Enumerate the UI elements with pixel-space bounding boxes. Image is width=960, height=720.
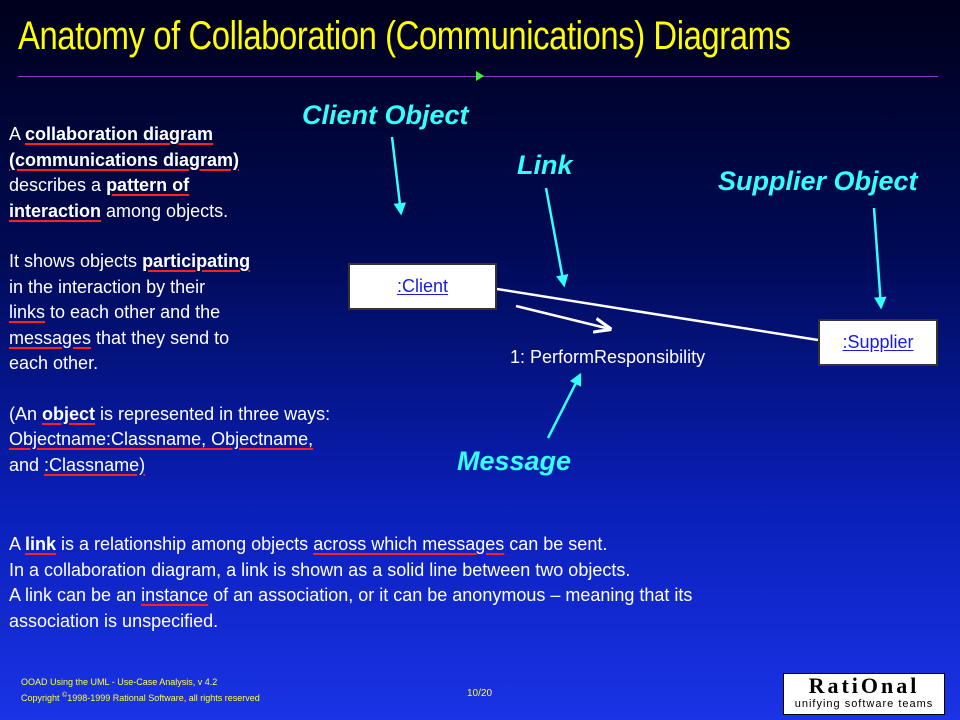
link-line-2: In a collaboration diagram, a link is sh…: [9, 559, 631, 580]
text-span: A link can be an: [9, 585, 142, 605]
link-line-3: A link can be an instance of an associat…: [9, 583, 949, 609]
footer-course: OOAD Using the UML - Use-Case Analysis, …: [21, 677, 218, 687]
text-span: A: [9, 534, 26, 554]
term-instance: instance: [141, 585, 209, 605]
term-links: links: [9, 302, 46, 322]
text-span: to each other and the: [45, 302, 221, 322]
message-arrow: [515, 304, 610, 329]
paragraph-participation: It shows objects participating in the in…: [9, 249, 439, 377]
text-span: in the interaction by their: [9, 276, 206, 297]
text-span: among objects.: [101, 200, 229, 221]
definition-text: A collaboration diagram (communications …: [9, 122, 439, 478]
callout-pointer-message: [546, 372, 582, 439]
paragraph-object-notation: (An object is represented in three ways:…: [9, 402, 439, 479]
text-span: that they send to: [91, 327, 230, 348]
term-messages: messages: [9, 327, 92, 348]
term-pattern-of: pattern of: [106, 175, 190, 195]
object-supplier-label: :Supplier: [842, 332, 914, 352]
term-interaction: interaction: [9, 200, 102, 221]
callout-supplier-object: Supplier Object: [718, 166, 918, 196]
text-span: A: [9, 124, 26, 144]
link-line-4: association is unspecified.: [9, 610, 219, 631]
object-supplier: :Supplier: [818, 319, 938, 366]
text-span: describes a: [9, 175, 107, 195]
term-collaboration-diagram: collaboration diagram: [25, 124, 214, 144]
term-object: object: [42, 403, 96, 424]
callout-link: Link: [517, 150, 573, 180]
text-span: of an association, or it can be anonymou…: [208, 585, 693, 605]
divider-arrow-icon: [476, 71, 484, 81]
callout-pointer-supplier: [872, 207, 887, 310]
copyright-symbol: ©: [62, 692, 68, 699]
text-span: It shows objects: [9, 251, 143, 271]
callout-client-object: Client Object: [302, 100, 469, 130]
text-span: is represented in three ways:: [95, 403, 331, 424]
text-span: (An: [9, 403, 43, 424]
logo-wordmark: RatiOnal: [808, 673, 920, 698]
footer-text: OOAD Using the UML - Use-Case Analysis, …: [21, 676, 260, 705]
text-span: Copyright: [21, 693, 63, 703]
link-line-1: A link is a relationship among objects a…: [9, 532, 949, 558]
paragraph-definition: A collaboration diagram (communications …: [9, 122, 439, 224]
message-label: 1: PerformResponsibility: [510, 347, 706, 367]
text-span: each other.: [9, 353, 99, 373]
slide-title: Anatomy of Collaboration (Communications…: [18, 14, 791, 58]
term-participating: participating: [142, 251, 251, 271]
callout-pointer-link: [544, 187, 569, 288]
rational-logo: RatiOnal unifying software teams: [783, 673, 945, 715]
logo-tagline: unifying software teams: [794, 698, 934, 710]
object-client: :Client: [348, 263, 497, 310]
text-span: is a relationship among objects: [56, 534, 314, 554]
object-client-label: :Client: [396, 276, 449, 296]
page-number: 10/20: [467, 688, 493, 699]
link-line: [496, 287, 819, 342]
term-across-which-messages: across which messages: [313, 534, 505, 554]
link-explanation: A link is a relationship among objects a…: [9, 532, 949, 634]
text-span: and: [9, 454, 45, 475]
term-link: link: [25, 534, 57, 554]
callout-message: Message: [457, 446, 572, 476]
footer-copyright: Copyright ©1998-1999 Rational Software, …: [21, 689, 260, 705]
text-span: 1998-1999 Rational Software, all rights …: [67, 693, 260, 703]
term-notation-forms: Objectname:Classname, Objectname,: [9, 429, 314, 449]
term-communications-diagram: (communications diagram): [9, 149, 240, 170]
term-classname-form: :Classname): [44, 454, 146, 475]
text-span: can be sent.: [504, 534, 608, 554]
